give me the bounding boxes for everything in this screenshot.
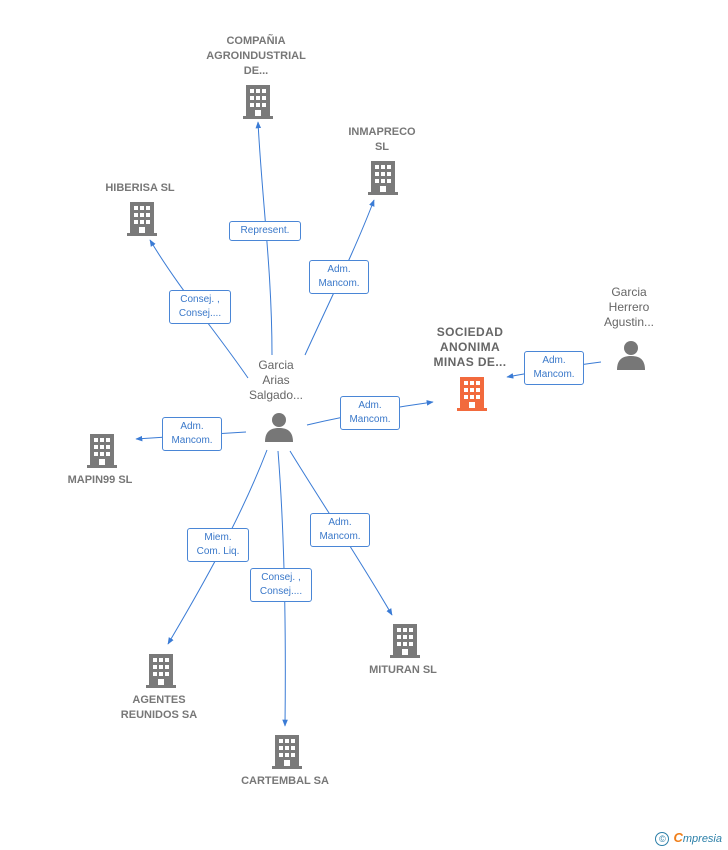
label-line: MINAS DE... (433, 355, 507, 369)
label-line: Garcia (258, 358, 294, 372)
label-line: SOCIEDAD (436, 325, 504, 339)
edge-label-line: Mancom. (533, 369, 575, 380)
edge-label-line: Mancom. (318, 278, 360, 289)
label-line: REUNIDOS SA (120, 709, 198, 721)
label-line: Salgado... (248, 388, 304, 402)
edge-label-compania[interactable]: Represent. (229, 221, 301, 241)
label-line: Garcia (611, 285, 647, 299)
edge-label-inmapreco[interactable]: Adm. Mancom. (309, 260, 369, 294)
company-label-mituran[interactable]: MITURAN SL (343, 663, 463, 678)
building-icon[interactable] (390, 624, 420, 658)
edge-label-agentes[interactable]: Miem. Com. Liq. (187, 528, 249, 562)
edge-label-line: Consej. , (180, 294, 220, 305)
company-label-mapin99[interactable]: MAPIN99 SL (40, 473, 160, 488)
edge-label-line: Adm. (542, 355, 566, 366)
edge-label-line: Represent. (240, 225, 290, 236)
building-icon[interactable] (368, 161, 398, 195)
edge-label-mituran[interactable]: Adm. Mancom. (310, 513, 370, 547)
label-line: ANONIMA (439, 340, 501, 354)
brand-name: mpresia (682, 833, 722, 845)
building-icon[interactable] (127, 202, 157, 236)
person-icon[interactable] (264, 412, 294, 442)
label-line: AGENTES (132, 694, 186, 706)
edge-label-cartembal[interactable]: Consej. , Consej.... (250, 568, 312, 602)
building-icon[interactable] (87, 434, 117, 468)
label-line: MITURAN SL (369, 664, 437, 676)
brand-initial: C (673, 830, 683, 845)
edge-label-line: Adm. (358, 400, 382, 411)
edge-label-line: Adm. (180, 421, 204, 432)
edge-label-hiberisa[interactable]: Consej. , Consej.... (169, 290, 231, 324)
company-label-inmapreco[interactable]: INMAPRECO SL (322, 125, 442, 155)
other-person-label[interactable]: Garcia Herrero Agustin... (579, 285, 679, 330)
copyright-symbol: © (655, 832, 670, 846)
edge-label-line: Mancom. (319, 531, 361, 542)
edge-label-line: Mancom. (349, 414, 391, 425)
center-person-label[interactable]: Garcia Arias Salgado... (226, 358, 326, 403)
person-icon[interactable] (616, 340, 646, 370)
brand-logo: ©Cmpresia (655, 830, 722, 846)
main-building-icon[interactable] (457, 377, 487, 411)
edge-label-line: Mancom. (171, 435, 213, 446)
main-company-label[interactable]: SOCIEDAD ANONIMA MINAS DE... (410, 325, 530, 370)
label-line: Agustin... (603, 315, 655, 329)
building-icon[interactable] (272, 735, 302, 769)
company-label-hiberisa[interactable]: HIBERISA SL (80, 181, 200, 196)
edge-label-line: Consej.... (259, 586, 303, 597)
edge-label-line: Consej. , (261, 572, 301, 583)
edge-label-line: Adm. (328, 517, 352, 528)
label-line: Arias (262, 373, 290, 387)
edge-label-other-main[interactable]: Adm. Mancom. (524, 351, 584, 385)
label-line: DE... (243, 65, 269, 77)
edge-label-line: Miem. (204, 532, 232, 543)
edge-label-mapin99[interactable]: Adm. Mancom. (162, 417, 222, 451)
company-label-compania[interactable]: COMPAÑIA AGROINDUSTRIAL DE... (186, 34, 326, 79)
edge-label-line: Consej.... (178, 308, 222, 319)
label-line: AGROINDUSTRIAL (206, 50, 306, 62)
company-label-agentes[interactable]: AGENTES REUNIDOS SA (99, 693, 219, 723)
label-line: MAPIN99 SL (67, 474, 133, 486)
label-line: INMAPRECO (348, 126, 416, 138)
edge-label-line: Com. Liq. (196, 546, 240, 557)
label-line: COMPAÑIA (226, 35, 286, 47)
label-line: CARTEMBAL SA (241, 775, 329, 787)
company-label-cartembal[interactable]: CARTEMBAL SA (225, 774, 345, 789)
building-icon[interactable] (243, 85, 273, 119)
edge-label-main[interactable]: Adm. Mancom. (340, 396, 400, 430)
edge-label-line: Adm. (327, 264, 351, 275)
label-line: SL (374, 141, 390, 153)
label-line: HIBERISA SL (105, 182, 175, 194)
label-line: Herrero (608, 300, 650, 314)
building-icon[interactable] (146, 654, 176, 688)
